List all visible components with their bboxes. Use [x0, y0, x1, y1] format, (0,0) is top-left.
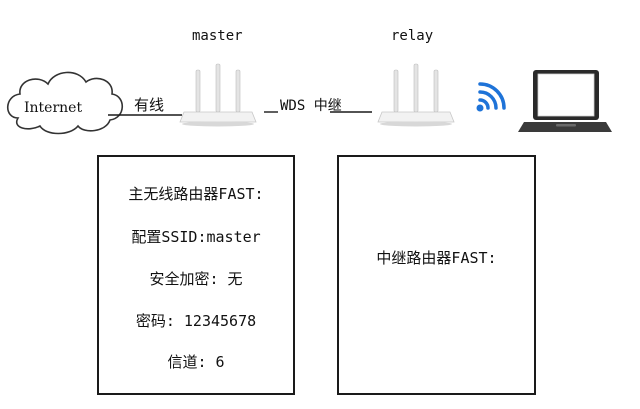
master-config-title: 主无线路由器FAST:: [128, 185, 264, 203]
relay-router-label: relay: [391, 28, 434, 44]
relay-config-title: 中继路由器FAST:: [376, 249, 497, 267]
wifi-icon: [476, 82, 506, 112]
router-icon: [377, 63, 455, 127]
router-icon: [179, 63, 257, 127]
master-config-password: 密码: 12345678: [135, 312, 257, 330]
master-config-ssid: 配置SSID:master: [131, 228, 261, 246]
master-config-box: 主无线路由器FAST: 配置SSID:master 安全加密: 无 密码: 12…: [97, 155, 295, 395]
laptop-icon: [518, 70, 612, 132]
master-config-security: 安全加密: 无: [149, 270, 243, 288]
wds-link-label: WDS 中继: [280, 98, 342, 114]
cloud-icon: [6, 71, 124, 135]
internet-label: Internet: [24, 100, 83, 116]
master-config-channel: 信道: 6: [167, 353, 225, 371]
relay-config-box: 中继路由器FAST:: [337, 155, 536, 395]
wired-link-label: 有线: [134, 96, 165, 114]
master-router-label: master: [192, 28, 243, 44]
